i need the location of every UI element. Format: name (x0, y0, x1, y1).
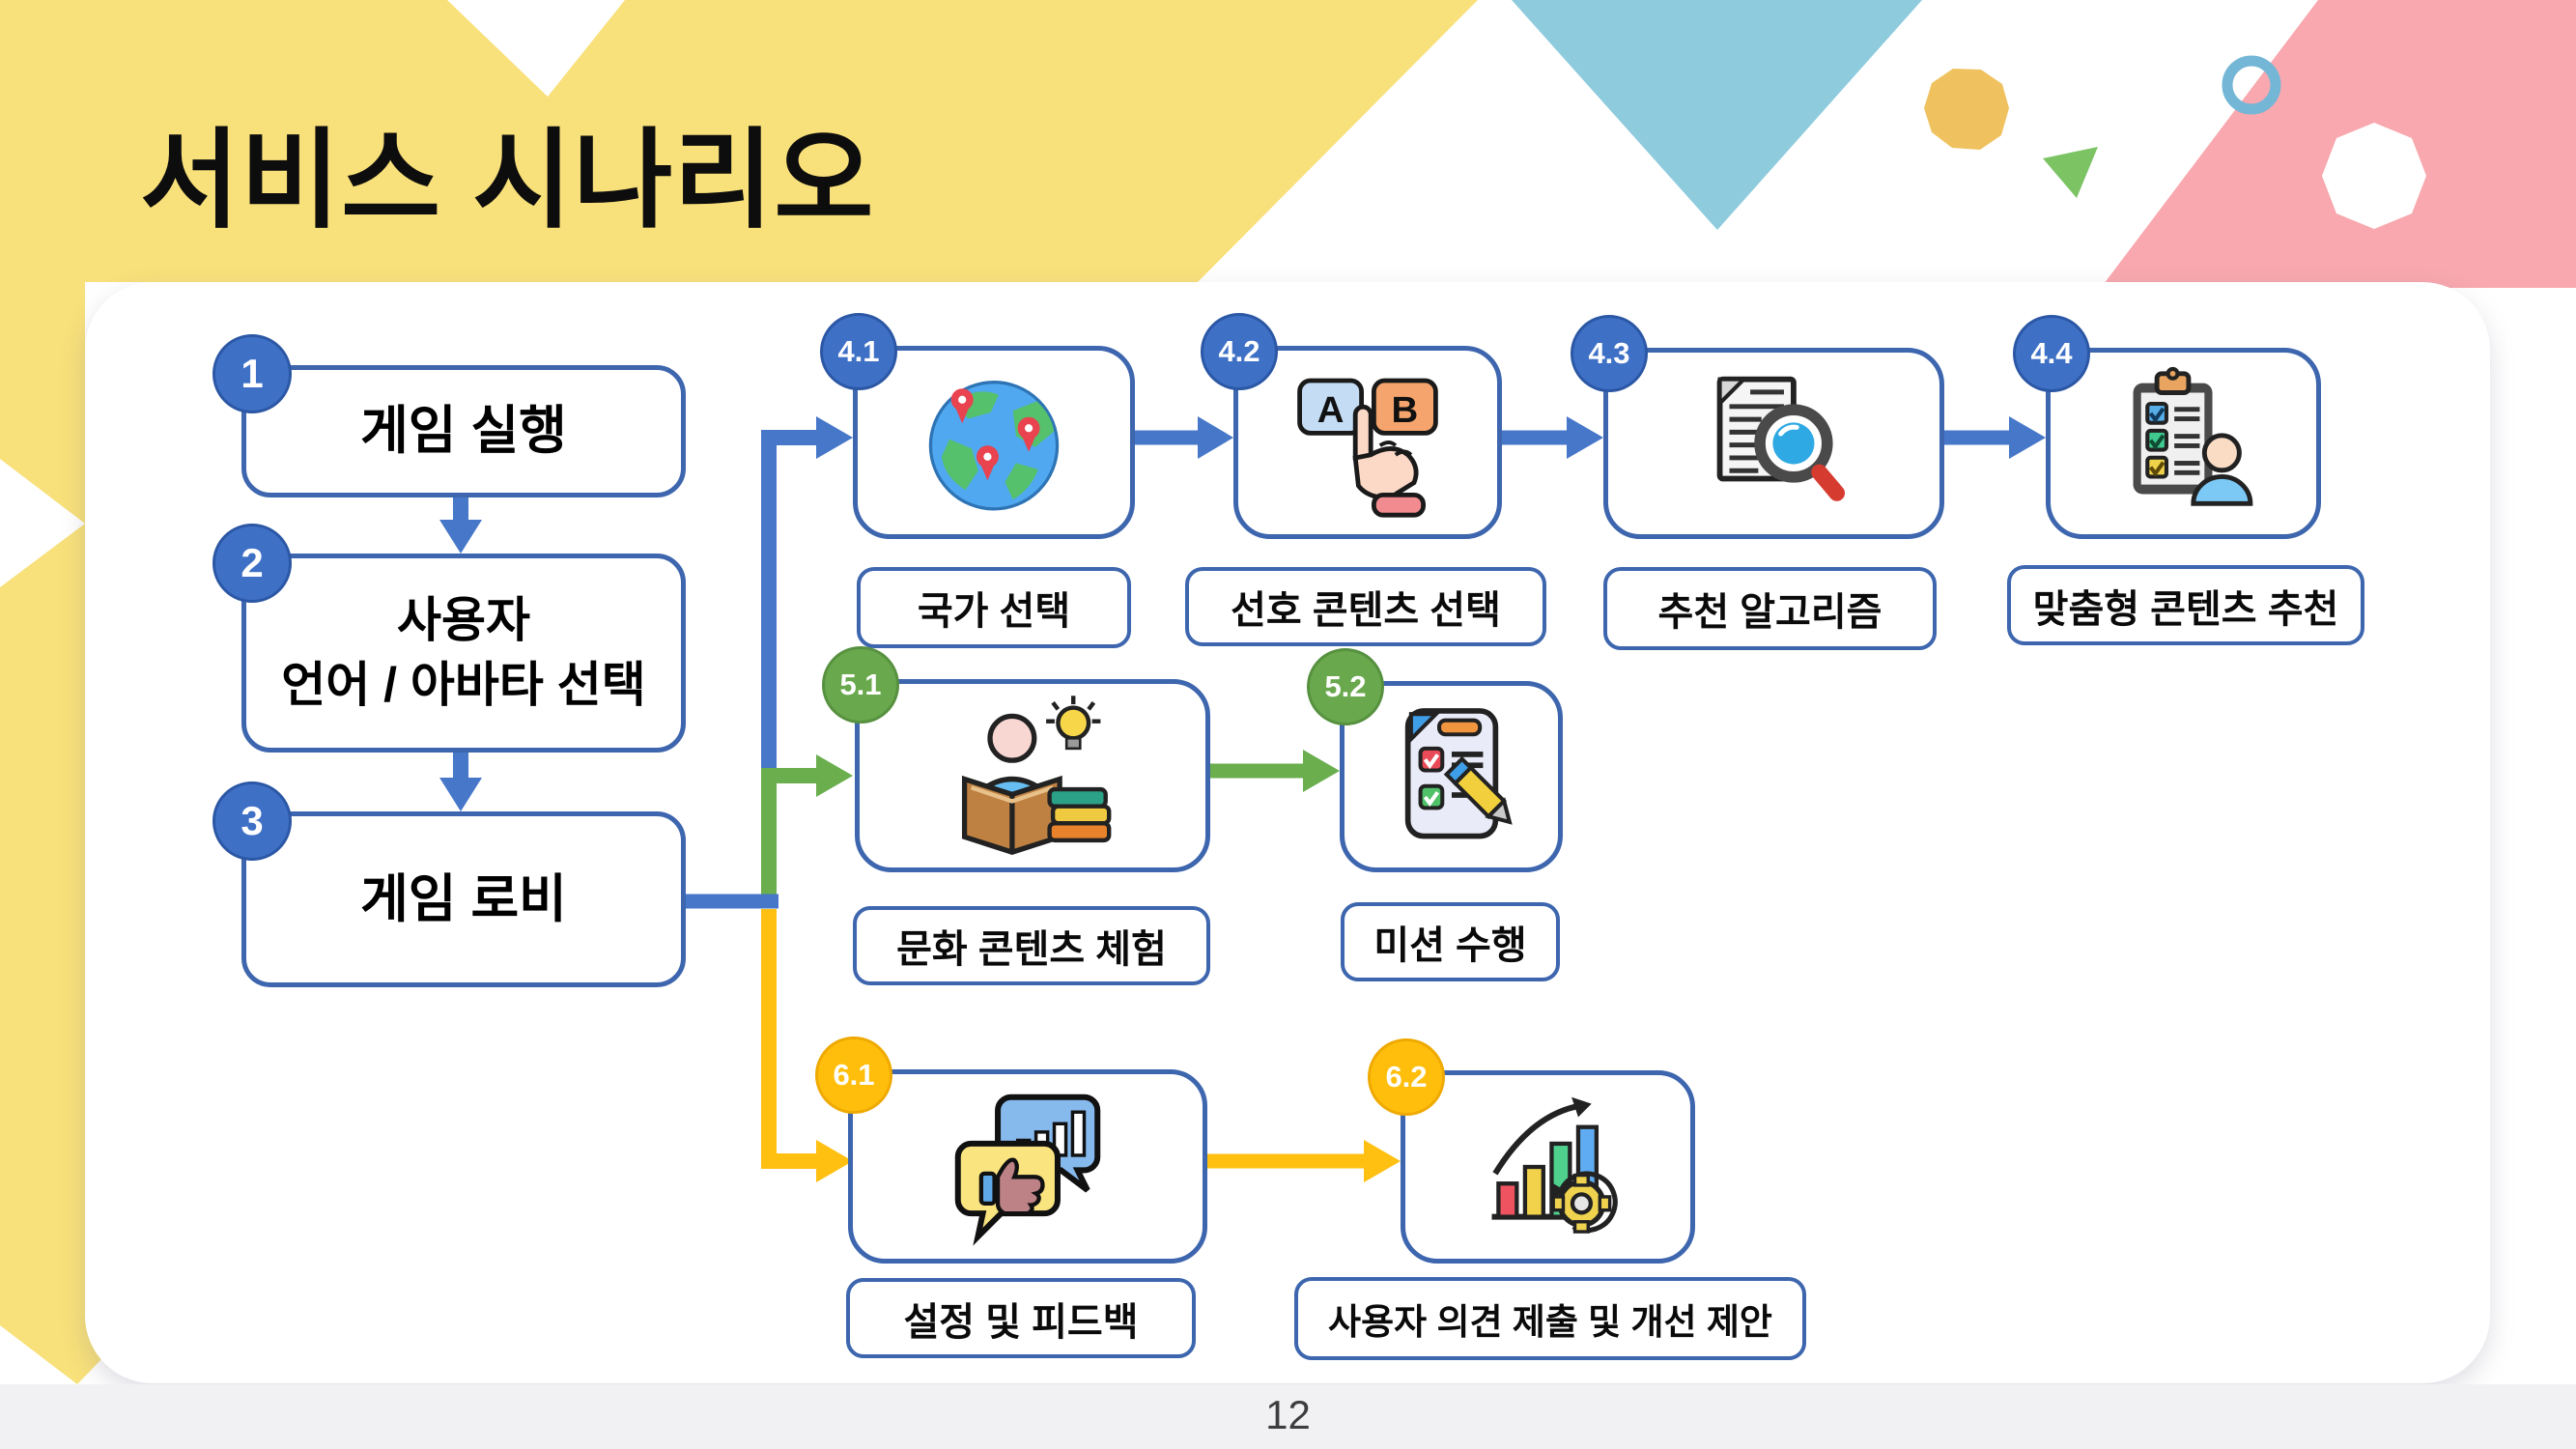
map-pin-icon (950, 388, 974, 424)
caption-culture-experience: 문화 콘텐츠 체험 (853, 906, 1210, 985)
step-badge-4-4: 4.4 (2013, 315, 2090, 392)
flow-box-label-line2: 언어 / 아바타 선택 (281, 658, 646, 712)
pink-hole-octagon (2322, 123, 2426, 229)
badge-number: 4.3 (1588, 336, 1630, 370)
feedback-bubbles-icon (954, 1094, 1101, 1246)
badge-number: 4.2 (1218, 334, 1260, 368)
flow-box-user-language-avatar: 사용자 언어 / 아바타 선택 (241, 554, 686, 753)
flow-box-label: 게임 실행 (360, 402, 567, 461)
flow-box-label: 게임 로비 (360, 869, 567, 928)
caption-mission: 미션 수행 (1341, 902, 1560, 981)
badge-number: 3 (241, 798, 264, 843)
book-stack-icon (1047, 786, 1112, 843)
left-notch-triangle (0, 459, 85, 587)
badge-number: 2 (241, 540, 264, 585)
page-title: 서비스 시나리오 (140, 120, 875, 241)
caption-text: 미션 수행 (1373, 924, 1527, 967)
caption-preferred-content: 선호 콘텐츠 선택 (1185, 567, 1546, 646)
badge-number: 4.4 (2030, 336, 2073, 370)
bottom-strip (0, 1384, 2576, 1449)
pencil-icon (1443, 755, 1513, 825)
green-triangle (2043, 147, 2098, 198)
icon-box-user-opinion (1401, 1070, 1695, 1264)
flow-box-game-launch: 게임 실행 (241, 365, 686, 497)
ring-icon (2222, 55, 2281, 115)
improvement-chart-icon (1491, 1096, 1618, 1234)
flow-box-label-line1: 사용자 (397, 592, 530, 647)
pointing-hand-icon (1352, 404, 1426, 518)
sky-triangle (1512, 0, 1922, 230)
step-badge-6-2: 6.2 (1368, 1038, 1445, 1116)
caption-text: 문화 콘텐츠 체험 (896, 928, 1167, 971)
caption-text: 사용자 의견 제출 및 개선 제안 (1328, 1302, 1772, 1342)
caption-text: 맞춤형 콘텐츠 추천 (2032, 587, 2339, 631)
thumbs-up-icon (978, 1157, 1045, 1215)
ab-keys-icon: A B (1297, 378, 1438, 518)
badge-number: 6.1 (833, 1058, 875, 1092)
pink-corner-shape (2101, 0, 2576, 288)
badge-number: 4.1 (837, 334, 880, 368)
caption-settings-feedback: 설정 및 피드백 (846, 1278, 1196, 1358)
caption-recommendation-algorithm: 추천 알고리즘 (1603, 567, 1937, 650)
mission-checklist-icon (1404, 708, 1513, 839)
lightbulb-icon (1046, 696, 1101, 751)
icon-box-culture-experience (855, 679, 1210, 872)
icon-box-custom-content (2046, 348, 2321, 539)
page-number: 12 (1265, 1392, 1311, 1437)
top-notch-triangle (447, 0, 625, 97)
key-letter-b: B (1392, 389, 1419, 431)
step-badge-4-2: 4.2 (1201, 313, 1278, 390)
step-badge-5-2: 5.2 (1307, 648, 1384, 725)
checklist-person-icon (2133, 366, 2252, 506)
reading-person-icon (961, 696, 1112, 855)
icon-box-recommendation-algorithm (1603, 348, 1944, 539)
step-badge-4-3: 4.3 (1571, 315, 1648, 392)
caption-text: 국가 선택 (917, 590, 1071, 633)
badge-number: 5.2 (1324, 669, 1367, 703)
flow-box-game-lobby: 게임 로비 (241, 811, 686, 987)
badge-number: 6.2 (1385, 1060, 1428, 1094)
icon-box-country-select (853, 346, 1135, 539)
badge-number: 5.1 (839, 668, 882, 701)
map-pin-icon (1017, 416, 1040, 452)
caption-text: 선호 콘텐츠 선택 (1231, 589, 1501, 632)
step-badge-5-1: 5.1 (822, 646, 899, 724)
step-badge-6-1: 6.1 (815, 1037, 892, 1114)
caption-country-select: 국가 선택 (857, 567, 1131, 648)
gear-icon (1550, 1171, 1618, 1234)
icon-box-settings-feedback (848, 1069, 1207, 1264)
caption-user-opinion: 사용자 의견 제출 및 개선 제안 (1294, 1277, 1806, 1360)
document-search-icon (1716, 376, 1845, 501)
step-badge-1: 1 (212, 334, 292, 413)
icon-box-mission (1340, 681, 1563, 872)
step-badge-3: 3 (212, 781, 292, 861)
step-badge-4-1: 4.1 (820, 313, 897, 390)
caption-text: 추천 알고리즘 (1657, 591, 1882, 634)
globe-icon (928, 381, 1060, 511)
caption-text: 설정 및 피드백 (903, 1300, 1139, 1344)
key-letter-a: A (1317, 389, 1345, 431)
icon-box-preferred-content: A B (1233, 346, 1502, 539)
badge-number: 1 (241, 351, 264, 396)
map-pin-icon (976, 445, 999, 481)
step-badge-2: 2 (212, 524, 292, 603)
orange-blob (1924, 69, 2009, 150)
caption-custom-content: 맞춤형 콘텐츠 추천 (2007, 565, 2364, 645)
